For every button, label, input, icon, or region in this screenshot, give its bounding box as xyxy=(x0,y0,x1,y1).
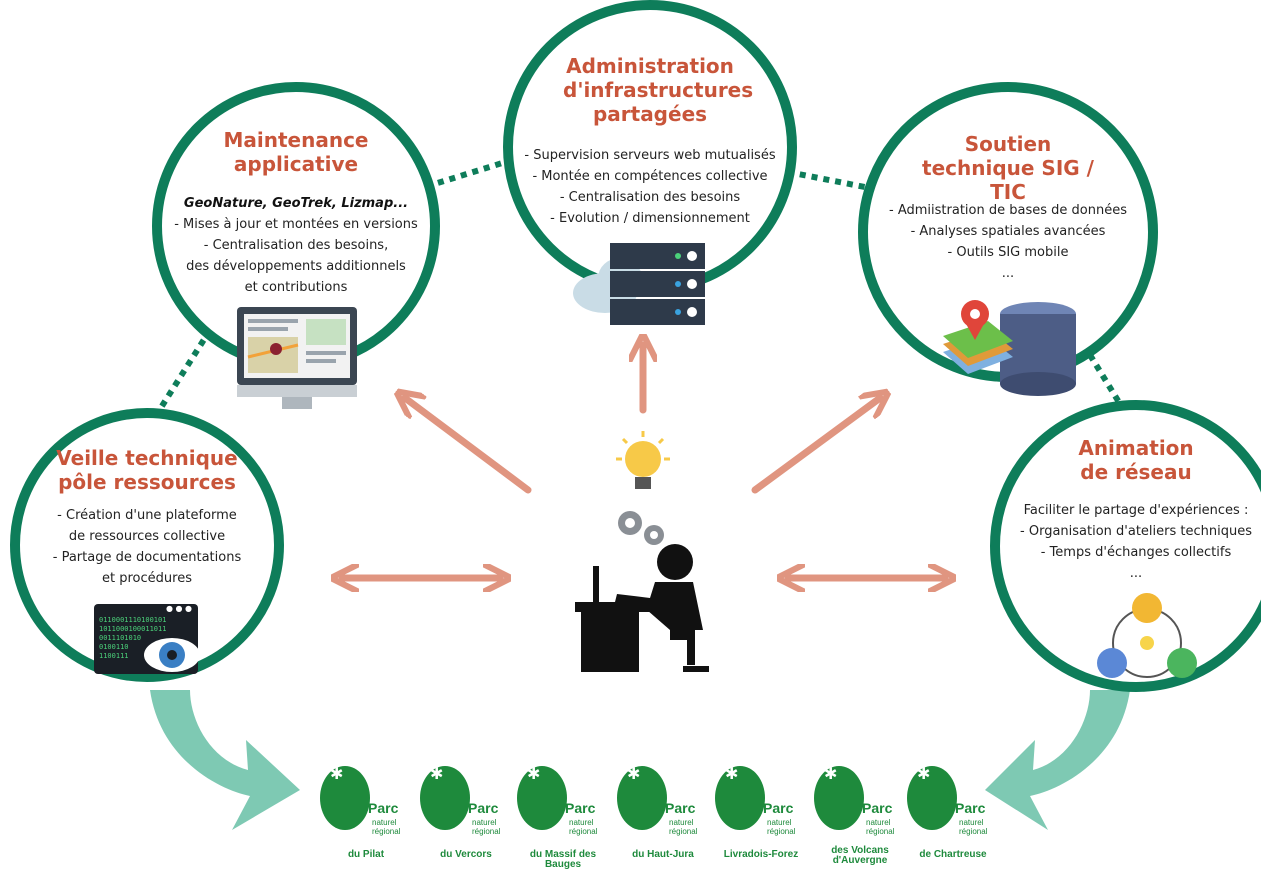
title-administration: Administration d'infrastructures partagé… xyxy=(563,54,754,126)
parc-name: du Massif des Bauges xyxy=(529,849,597,870)
parc-nr: naturel régional xyxy=(767,818,796,836)
code-line-4: 0100110 xyxy=(99,643,129,651)
circle-maintenance: Maintenance applicative GeoNature, GeoTr… xyxy=(152,82,440,409)
parc-nr: naturel régional xyxy=(669,818,698,836)
parc-nr: naturel régional xyxy=(959,818,988,836)
person-at-desk-icon xyxy=(575,544,709,672)
veille-item-2: de ressources collective xyxy=(68,529,226,544)
title-animation: Animation de réseau xyxy=(1078,436,1194,484)
soutien-item-3: - Outils SIG mobile xyxy=(947,245,1069,260)
network-people-icon xyxy=(1097,593,1197,678)
animation-item-2: - Organisation d'ateliers techniques xyxy=(1020,524,1252,539)
salmon-arrows xyxy=(342,345,945,578)
maintenance-item-1: - Mises à jour et montées en versions xyxy=(174,217,418,232)
cloud-server-icon xyxy=(573,243,705,325)
parc-logo-pilat: ✱ Parc naturel régional du Pilat xyxy=(318,762,414,868)
parc-nr: naturel régional xyxy=(372,818,401,836)
veille-item-4: et procédures xyxy=(102,571,192,586)
code-line-3: 0011101010 xyxy=(99,634,142,642)
lightbulb-icon xyxy=(616,431,670,489)
admin-item-1: - Supervision serveurs web mutualisés xyxy=(524,148,776,163)
soutien-item-2: - Analyses spatiales avancées xyxy=(910,224,1106,239)
code-eye-icon: ● ● ● 0110001110100101 1011000100011011 … xyxy=(94,604,200,674)
parc-logo-haut-jura: ✱ Parc naturel régional du Haut-Jura xyxy=(615,762,711,868)
parc-label: Parc xyxy=(368,800,399,816)
teal-arrow-left xyxy=(150,690,300,830)
parc-nr: naturel régional xyxy=(472,818,501,836)
title-soutien: Soutien technique SIG / TIC xyxy=(922,132,1094,204)
parc-logo-bauges: ✱ Parc naturel régional du Massif des Ba… xyxy=(515,762,611,870)
maintenance-item-2: - Centralisation des besoins, xyxy=(203,238,389,253)
admin-item-4: - Evolution / dimensionnement xyxy=(550,211,750,226)
arrow-up-right xyxy=(751,398,880,494)
animation-item-1: Faciliter le partage d'expériences : xyxy=(1023,503,1249,518)
parc-name: des Volcans d'Auvergne xyxy=(831,845,889,866)
gis-database-icon xyxy=(943,300,1076,396)
parc-name: du Pilat xyxy=(347,849,385,860)
veille-item-3: - Partage de documentations xyxy=(52,550,242,565)
circle-soutien: Soutien technique SIG / TIC - Admiistrat… xyxy=(858,82,1158,396)
code-line-2: 1011000100011011 xyxy=(99,625,167,633)
parc-label: Parc xyxy=(665,800,696,816)
title-maintenance: Maintenance applicative xyxy=(223,128,369,176)
parc-label: Parc xyxy=(468,800,499,816)
soutien-item-4: ... xyxy=(1001,266,1015,281)
teal-arrow-right xyxy=(985,690,1130,830)
parc-label: Parc xyxy=(763,800,794,816)
animation-item-3: - Temps d'échanges collectifs xyxy=(1040,545,1232,560)
parc-nr: naturel régional xyxy=(569,818,598,836)
code-line-5: 1100111 xyxy=(99,652,129,660)
parc-name: Livradois-Forez xyxy=(723,849,799,860)
parc-label: Parc xyxy=(955,800,986,816)
parc-label: Parc xyxy=(565,800,596,816)
parc-label: Parc xyxy=(862,800,893,816)
veille-item-1: - Création d'une plateforme xyxy=(57,508,237,523)
title-veille: Veille technique pôle ressources xyxy=(56,446,238,494)
circle-administration: Administration d'infrastructures partagé… xyxy=(503,0,797,325)
parc-logo-chartreuse: ✱ Parc naturel régional de Chartreuse xyxy=(905,762,1001,868)
admin-item-3: - Centralisation des besoins xyxy=(559,190,741,205)
circle-animation: Animation de réseau Faciliter le partage… xyxy=(990,400,1261,692)
maintenance-item-4: et contributions xyxy=(244,280,348,295)
gears-icon xyxy=(618,511,664,545)
circle-veille: Veille technique pôle ressources - Créat… xyxy=(10,408,284,682)
parc-nr: naturel régional xyxy=(866,818,895,836)
admin-item-2: - Montée en compétences collective xyxy=(532,169,768,184)
parc-logo-vercors: ✱ Parc naturel régional du Vercors xyxy=(418,762,514,868)
parc-logo-volcans-auvergne: ✱ Parc naturel régional des Volcans d'Au… xyxy=(812,762,908,868)
eye-icon xyxy=(144,638,200,672)
animation-item-4: ... xyxy=(1129,566,1143,581)
parc-name: de Chartreuse xyxy=(919,849,987,860)
monitor-map-icon xyxy=(237,307,357,409)
maintenance-item-3: des développements additionnels xyxy=(186,259,406,274)
parc-name: du Vercors xyxy=(440,849,492,860)
code-line-1: 0110001110100101 xyxy=(99,616,167,624)
maintenance-tools: GeoNature, GeoTrek, Lizmap... xyxy=(183,196,409,211)
parc-logo-livradois-forez: ✱ Parc naturel régional Livradois-Forez xyxy=(713,762,809,868)
arrow-up-left xyxy=(405,398,532,494)
soutien-item-1: - Admiistration de bases de données xyxy=(889,203,1127,218)
parc-name: du Haut-Jura xyxy=(632,849,694,860)
